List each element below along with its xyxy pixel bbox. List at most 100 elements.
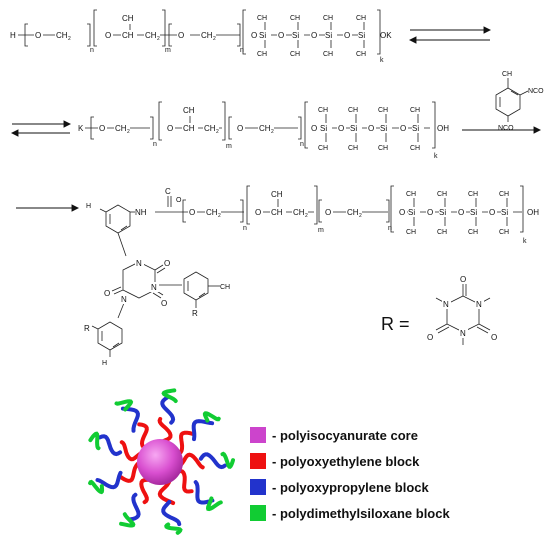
svg-text:2: 2 (68, 36, 71, 42)
svg-text:n: n (300, 141, 304, 148)
svg-text:O: O (491, 333, 497, 342)
svg-text:CH: CH (347, 208, 359, 217)
hydrogen-label: H (10, 31, 16, 40)
svg-text:CH: CH (122, 31, 134, 40)
svg-text:Si: Si (358, 31, 365, 40)
pdms-segment (202, 411, 221, 423)
svg-text:2: 2 (216, 129, 219, 135)
svg-text:CH: CH (356, 51, 366, 58)
svg-text:O: O (311, 31, 317, 40)
svg-text:CH: CH (323, 51, 333, 58)
svg-text:2: 2 (213, 36, 216, 42)
svg-text:CH: CH (406, 191, 416, 198)
ppo-segment (97, 434, 123, 457)
ppo-segment (161, 499, 182, 527)
svg-text:CH: CH (201, 31, 213, 40)
svg-text:OH: OH (437, 124, 449, 133)
pdms-swatch (250, 505, 266, 521)
svg-text:N: N (476, 300, 482, 309)
peo-segment (117, 461, 141, 483)
svg-text:O: O (105, 31, 111, 40)
svg-text:CH: CH (468, 191, 478, 198)
svg-text:O: O (161, 299, 167, 308)
svg-text:O: O (400, 124, 406, 133)
svg-text:N: N (443, 300, 449, 309)
svg-text:K: K (78, 124, 84, 133)
svg-text:CH: CH (318, 107, 328, 114)
svg-text:H: H (86, 203, 91, 210)
svg-text:O: O (311, 124, 317, 133)
svg-text:OH: OH (527, 208, 539, 217)
svg-text:CH: CH (499, 191, 509, 198)
svg-text:m: m (226, 143, 232, 150)
svg-text:2: 2 (271, 129, 274, 135)
ppo-segment (193, 480, 215, 505)
svg-text:O: O (458, 208, 464, 217)
svg-text:2: 2 (305, 213, 308, 219)
star-polymer-illustration (88, 388, 235, 535)
row1-formula (14, 9, 381, 55)
svg-text:OK: OK (380, 31, 392, 40)
svg-text:CH: CH (410, 107, 420, 114)
pdms-segment (220, 451, 235, 469)
svg-text:m: m (165, 47, 171, 54)
svg-text:CH: CH (271, 208, 283, 217)
ppo-segment (191, 419, 215, 442)
svg-text:CH: CH (115, 124, 127, 133)
pdms-segment (164, 522, 183, 535)
svg-text:Si: Si (412, 124, 419, 133)
svg-text:CH: CH (410, 145, 420, 152)
pdms-segment (161, 388, 178, 403)
pdms-segment (114, 399, 134, 412)
svg-text:Si: Si (259, 31, 266, 40)
svg-text:R: R (84, 324, 90, 333)
svg-text:Si: Si (501, 208, 508, 217)
svg-text:O: O (325, 208, 331, 217)
r-group-labels: O N N N O O (427, 275, 497, 342)
svg-text:CH: CH (348, 145, 358, 152)
svg-text:CH: CH (183, 106, 195, 115)
svg-text:O: O (104, 289, 110, 298)
isocyanurate-trimer (91, 204, 220, 357)
pdms-segment (88, 479, 105, 495)
svg-text:CH: CH (437, 229, 447, 236)
svg-text:CH: CH (293, 208, 305, 217)
ppo-swatch (250, 479, 266, 495)
row1-labels: H O CH 2 n O CH CH CH 2 m O CH 2 n O Si … (10, 14, 392, 64)
svg-text:CH: CH (318, 145, 328, 152)
svg-text:O: O (35, 31, 41, 40)
svg-text:H: H (102, 360, 107, 367)
polyisocyanurate-core (137, 439, 183, 485)
peo-segment (157, 478, 176, 505)
svg-text:O: O (427, 208, 433, 217)
svg-text:O: O (176, 197, 182, 204)
svg-text:CH: CH (323, 15, 333, 22)
svg-text:CH: CH (378, 107, 388, 114)
svg-text:O: O (399, 208, 405, 217)
peo-segment (157, 417, 173, 444)
svg-text:CH: CH (378, 145, 388, 152)
svg-text:O: O (251, 31, 257, 40)
svg-text:NCO: NCO (498, 125, 514, 132)
ppo-segment (95, 470, 123, 490)
trimer-labels: H N N N O O O CH R R H (84, 203, 230, 367)
svg-text:CH: CH (406, 229, 416, 236)
svg-text:NCO: NCO (528, 88, 544, 95)
svg-text:k: k (434, 153, 438, 160)
svg-text:Si: Si (320, 124, 327, 133)
svg-text:O: O (344, 31, 350, 40)
svg-text:NH: NH (135, 208, 147, 217)
svg-text:N: N (460, 329, 466, 338)
svg-text:CH: CH (257, 15, 267, 22)
svg-text:Si: Si (408, 208, 415, 217)
svg-text:CH: CH (56, 31, 68, 40)
svg-text:O: O (489, 208, 495, 217)
svg-text:Si: Si (350, 124, 357, 133)
svg-text:CH: CH (499, 229, 509, 236)
legend-item-core: - polyisocyanurate core (250, 422, 450, 448)
legend-item-peo: - polyoxyethylene block (250, 448, 450, 474)
svg-text:n: n (388, 225, 392, 232)
equilibrium-arrow-1 (408, 26, 492, 44)
svg-text:O: O (99, 124, 105, 133)
